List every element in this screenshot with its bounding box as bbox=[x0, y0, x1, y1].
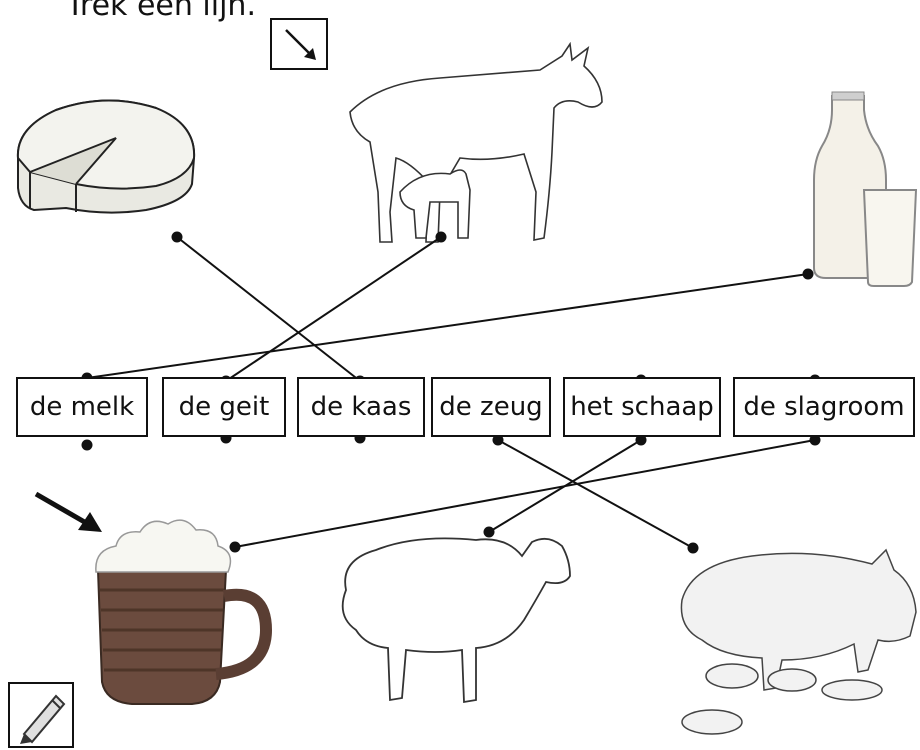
hint-box bbox=[270, 18, 328, 70]
pencil-icon bbox=[20, 694, 66, 744]
word-de-kaas[interactable]: de kaas bbox=[297, 377, 425, 437]
whipped-cream-mug-image bbox=[95, 519, 273, 705]
word-het-schaap[interactable]: het schaap bbox=[563, 377, 721, 437]
pointer-arrow-icon bbox=[34, 491, 102, 532]
dot-zeug-bottom bbox=[492, 434, 504, 446]
word-de-geit[interactable]: de geit bbox=[162, 377, 286, 437]
diagonal-arrow-icon bbox=[285, 29, 316, 60]
instruction-text: Trek een lijn. bbox=[66, 0, 256, 23]
line-slagroom-to-mug bbox=[234, 439, 816, 548]
dot-slagroom-bottom bbox=[809, 434, 821, 446]
dot-cheese bbox=[171, 231, 183, 243]
goat-image bbox=[349, 42, 603, 243]
sow-image bbox=[680, 548, 917, 735]
dot-mug bbox=[229, 541, 241, 553]
word-de-zeug[interactable]: de zeug bbox=[431, 377, 551, 437]
dot-milk bbox=[802, 268, 814, 280]
sheep-image bbox=[341, 537, 571, 704]
line-kaas-to-cheese bbox=[176, 236, 361, 382]
word-de-melk[interactable]: de melk bbox=[16, 377, 148, 437]
dot-melk-bottom bbox=[81, 439, 93, 451]
milk-image bbox=[813, 91, 918, 287]
word-de-slagroom[interactable]: de slagroom bbox=[733, 377, 915, 437]
dot-schaap-bottom bbox=[635, 434, 647, 446]
dot-sheep bbox=[483, 526, 495, 538]
line-geit-to-goat bbox=[225, 236, 442, 382]
line-zeug-to-sow bbox=[497, 439, 694, 549]
cheese-image bbox=[16, 99, 196, 214]
dot-sow bbox=[687, 542, 699, 554]
line-melk-to-milk bbox=[86, 273, 809, 379]
dot-goat bbox=[435, 231, 447, 243]
